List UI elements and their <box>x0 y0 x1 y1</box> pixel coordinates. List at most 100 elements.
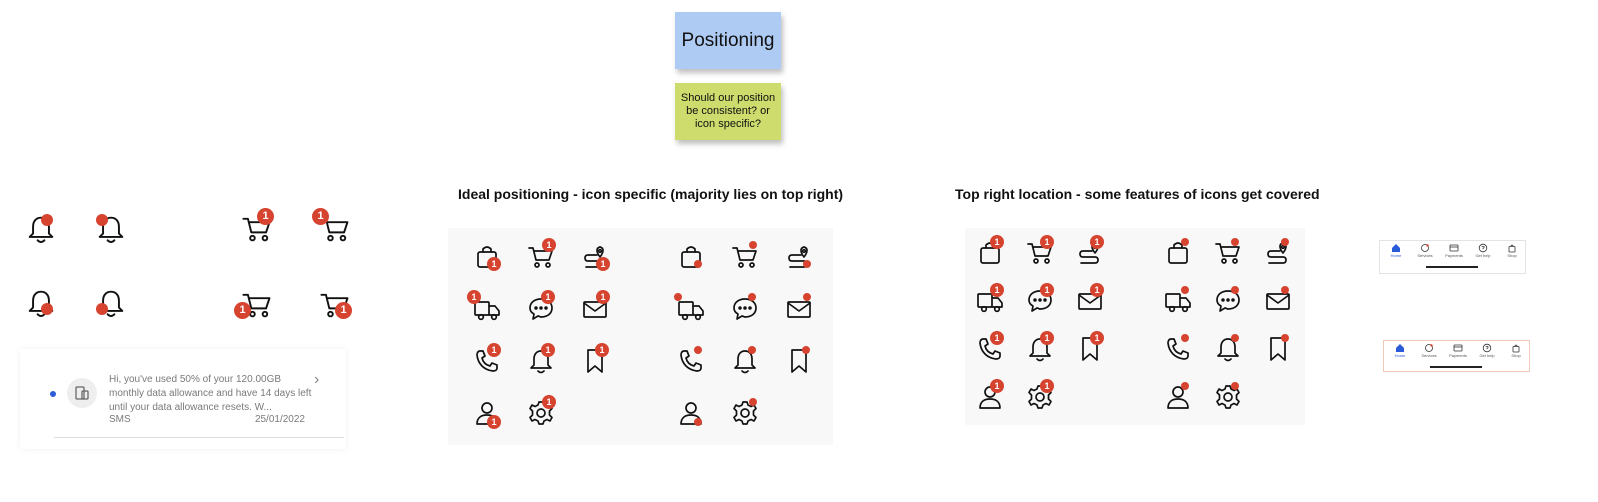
home-icon <box>1384 243 1408 253</box>
notification-dot <box>41 303 53 315</box>
section-heading-ideal: Ideal positioning - icon specific (major… <box>458 186 844 202</box>
sms-message: Hi, you've used 50% of your 120.00GB mon… <box>109 374 312 413</box>
notification-badge: 1 <box>596 290 610 304</box>
chat-icon <box>730 294 760 324</box>
notification-badge: 1 <box>990 379 1004 393</box>
notification-dot <box>748 346 756 354</box>
shop-icon <box>1500 243 1524 253</box>
section-heading-top-right: Top right location - some features of ic… <box>955 186 1320 202</box>
nav-item-home[interactable]: Home <box>1388 343 1412 359</box>
notification-badge: 1 <box>990 283 1004 297</box>
notification-badge: 1 <box>487 415 501 429</box>
mail-icon <box>580 294 610 324</box>
nav-item-label: Payments <box>1449 353 1467 358</box>
cart-icon <box>730 242 760 272</box>
notification-dot <box>1231 334 1239 342</box>
notification-dot <box>1231 382 1239 390</box>
help-icon <box>1475 343 1499 353</box>
notification-badge: 1 <box>541 290 555 304</box>
notification-dot <box>41 214 53 226</box>
notification-badge: 1 <box>1040 235 1054 249</box>
notification-dot <box>1281 238 1289 246</box>
sms-sender: SMS <box>109 414 131 425</box>
notification-dot <box>749 241 757 249</box>
nav-item-label: Get help <box>1479 353 1495 358</box>
notification-dot <box>1231 286 1239 294</box>
nav-item-payments[interactable]: Payments <box>1442 243 1466 259</box>
notification-dot <box>1181 382 1189 390</box>
nav-item-label: Shop <box>1507 253 1517 258</box>
notification-dot <box>749 398 757 406</box>
phone-icon <box>975 334 1005 364</box>
notification-badge: 1 <box>487 343 501 357</box>
route-icon <box>784 242 814 272</box>
notification-dot <box>694 260 702 268</box>
notification-badge: 1 <box>990 331 1004 345</box>
notification-badge: 1 <box>595 343 609 357</box>
notification-dot <box>748 293 756 301</box>
notification-dot <box>1281 286 1289 294</box>
help-icon <box>1471 243 1495 253</box>
notification-badge: 1 <box>1040 379 1054 393</box>
cart-icon <box>1213 238 1243 268</box>
nav-item-shop[interactable]: Shop <box>1504 343 1528 359</box>
nav-item-label: Services <box>1417 253 1433 258</box>
bell-icon <box>94 286 128 320</box>
notification-badge: 1 <box>1090 235 1104 249</box>
services-icon <box>1413 243 1437 253</box>
divider <box>54 437 344 438</box>
bag-icon <box>676 242 706 272</box>
mail-icon <box>1263 286 1293 316</box>
bell-icon <box>24 286 58 320</box>
notification-badge: 1 <box>542 238 556 252</box>
nav-item-home[interactable]: Home <box>1384 243 1408 259</box>
nav-item-get-help[interactable]: Get help <box>1471 243 1495 259</box>
notification-badge: 1 <box>467 290 481 304</box>
nav-item-services[interactable]: Services <box>1417 343 1441 359</box>
user-icon <box>1163 382 1193 412</box>
notification-dot <box>1281 334 1289 342</box>
notification-badge: 1 <box>1040 331 1054 345</box>
unread-dot <box>50 391 56 397</box>
truck-icon <box>1163 286 1193 316</box>
notification-badge: 1 <box>541 343 555 357</box>
notification-dot <box>1181 334 1189 342</box>
phone-icon <box>1163 334 1193 364</box>
chat-icon <box>1213 286 1243 316</box>
home-icon <box>1388 343 1412 353</box>
panel-ideal <box>448 228 833 445</box>
nav-item-label: Services <box>1421 353 1437 358</box>
notification-badge: 1 <box>1040 283 1054 297</box>
chevron-right-icon[interactable]: › <box>314 371 320 388</box>
notification-dot <box>1181 238 1189 246</box>
notification-dot <box>1181 286 1189 294</box>
nav-item-get-help[interactable]: Get help <box>1475 343 1499 359</box>
notification-badge: 1 <box>335 302 352 319</box>
payments-icon <box>1446 343 1470 353</box>
nav-item-label: Home <box>1390 253 1402 258</box>
nav-item-services[interactable]: Services <box>1413 243 1437 259</box>
sms-date: 25/01/2022 <box>254 414 305 425</box>
notification-dot <box>694 418 702 426</box>
sticky-note-question: Should our position be consistent? or ic… <box>675 83 781 140</box>
notification-badge: 1 <box>234 302 251 319</box>
notification-badge: 1 <box>312 208 329 225</box>
notification-dot <box>694 346 702 354</box>
nav-item-label: Payments <box>1445 253 1463 258</box>
sms-notification-card[interactable]: Hi, you've used 50% of your 120.00GB mon… <box>20 349 346 449</box>
notification-dot <box>803 293 811 301</box>
notification-badge: 1 <box>542 395 556 409</box>
devices-icon <box>75 386 89 400</box>
truck-icon <box>975 286 1005 316</box>
shop-icon <box>1504 343 1528 353</box>
nav-item-label: Shop <box>1511 353 1521 358</box>
nav-item-label: Get help <box>1475 253 1491 258</box>
notification-badge: 1 <box>487 257 501 271</box>
nav-item-label: Home <box>1394 353 1406 358</box>
nav-item-payments[interactable]: Payments <box>1446 343 1470 359</box>
home-indicator <box>1426 266 1478 268</box>
nav-item-shop[interactable]: Shop <box>1500 243 1524 259</box>
truck-icon <box>472 294 502 324</box>
notification-dot <box>803 260 811 268</box>
notification-badge: 1 <box>257 208 274 225</box>
